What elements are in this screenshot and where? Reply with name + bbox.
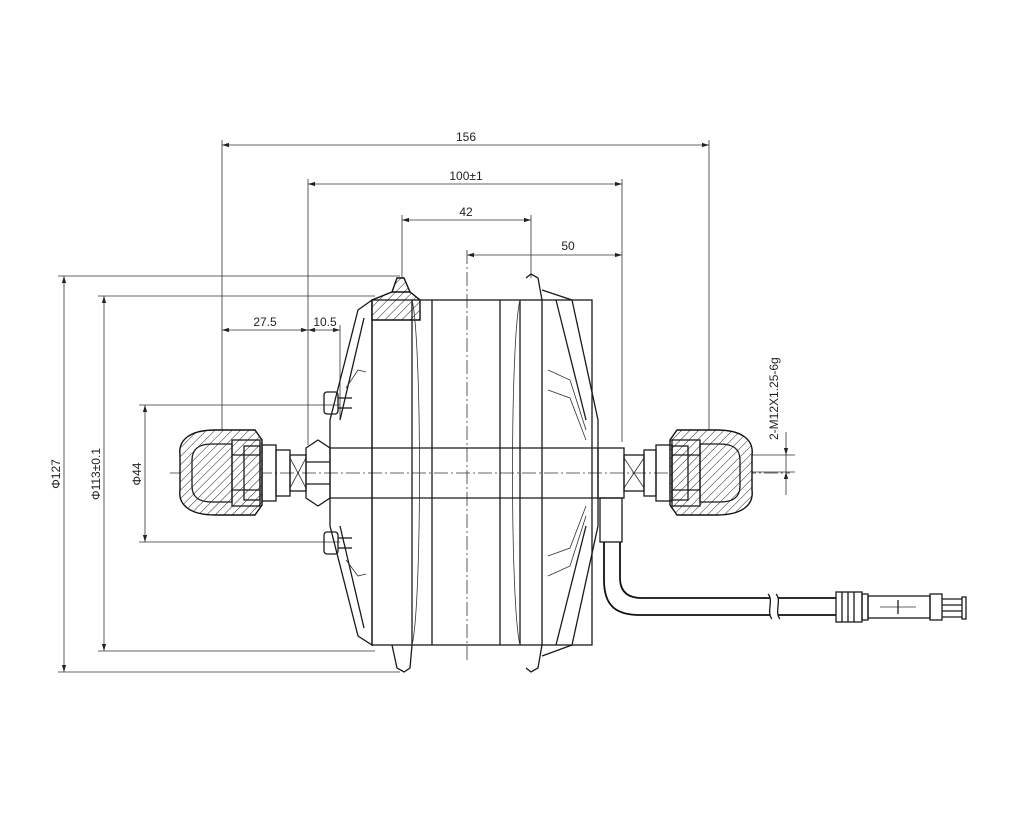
motor-cable — [599, 497, 967, 623]
dim-left-axle: 27.5 — [253, 315, 277, 329]
dimension-lines-left — [58, 275, 400, 673]
right-axle-cap — [597, 429, 753, 516]
dim-flange-width: 100±1 — [449, 169, 483, 183]
dim-half-width: 50 — [561, 239, 575, 253]
dim-overall-width: 156 — [456, 130, 476, 144]
dim-hub-width: 42 — [459, 205, 473, 219]
motor-hub-body — [323, 273, 599, 673]
dim-dia-outer: Φ127 — [49, 459, 63, 489]
left-axle-cap — [179, 429, 331, 516]
dimension-labels: 156 100±1 42 50 27.5 10.5 2-M12X1.25-6g … — [49, 130, 781, 500]
dim-dia-inner: Φ44 — [130, 462, 144, 485]
dimension-lines-top — [221, 140, 710, 445]
dim-dia-rim: Φ113±0.1 — [89, 448, 103, 500]
dim-left-spacer: 10.5 — [313, 315, 337, 329]
dim-thread: 2-M12X1.25-6g — [767, 357, 781, 440]
